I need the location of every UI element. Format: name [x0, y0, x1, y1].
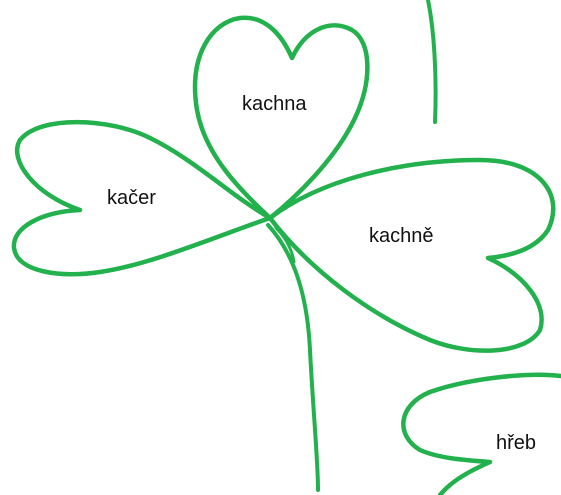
leaf-bottom-right: [401, 372, 561, 495]
leaf-right-label: kachně: [369, 225, 434, 247]
leaf-top-label: kachna: [242, 93, 307, 115]
leaf-extra-label: hřeb: [496, 432, 536, 454]
leaf-right: [267, 157, 556, 353]
stem-main-inner: [274, 226, 296, 264]
leaf-top: [192, 15, 370, 221]
leaf-left: [11, 119, 273, 277]
stem-top-right: [426, 0, 438, 124]
leaf-left-label: kačer: [107, 187, 156, 209]
stem-main: [266, 223, 320, 492]
